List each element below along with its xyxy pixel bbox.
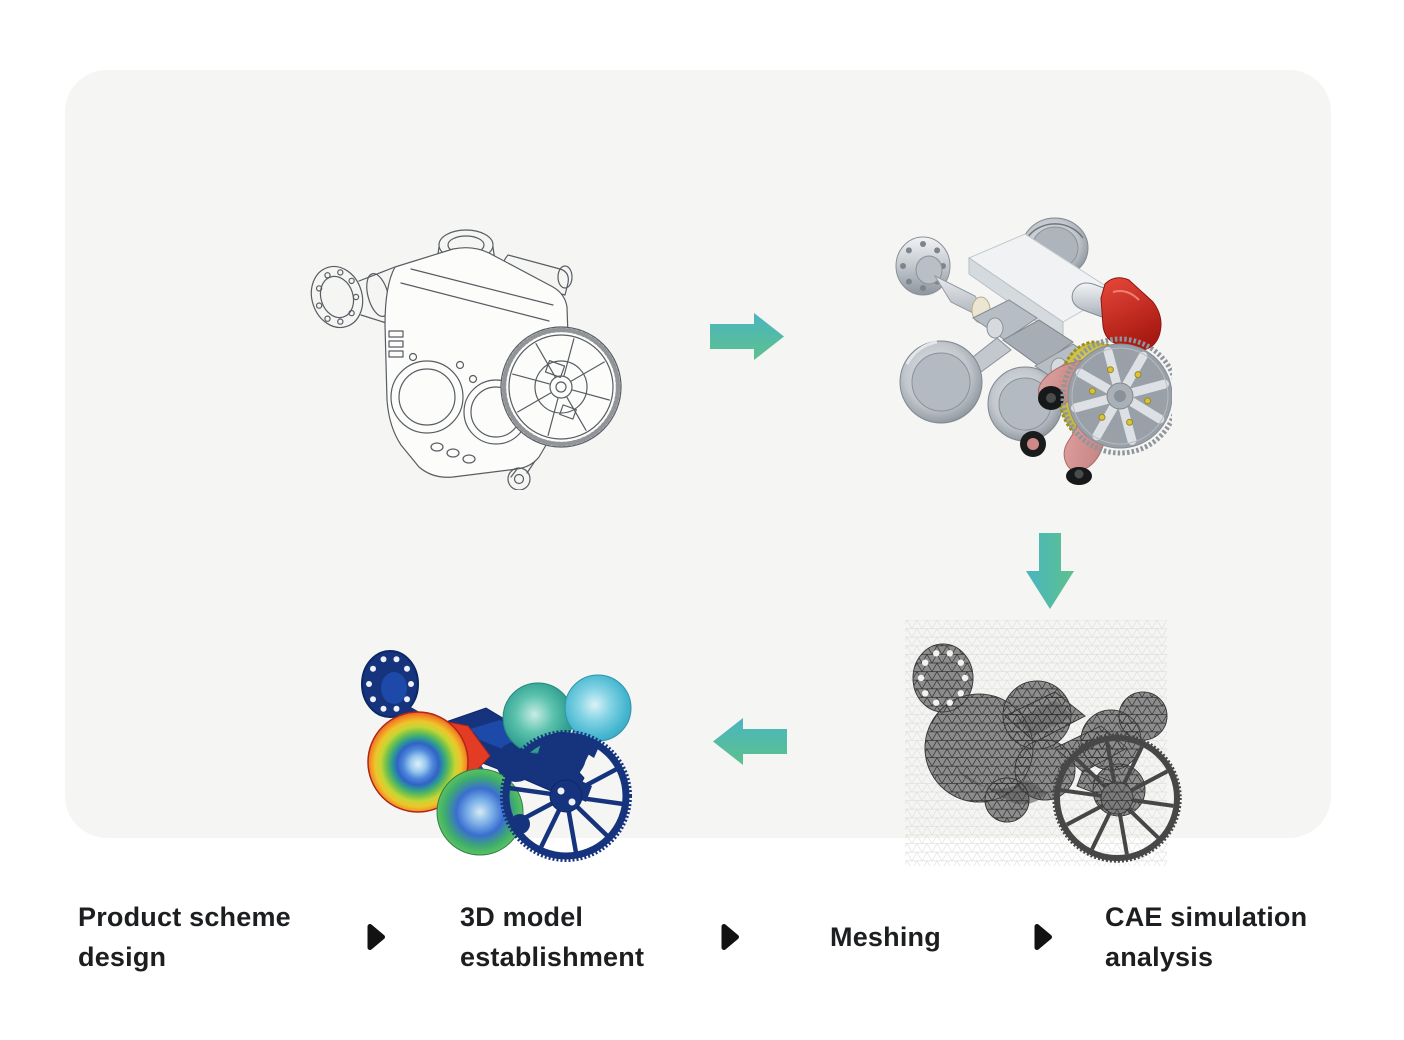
fea-result-image [340,628,635,868]
step-label-cae-simulation-analysis: CAE simulation analysis [1105,902,1308,972]
flow-arrow-right-icon [710,313,784,360]
step-separator-triangle-icon [366,922,386,952]
fea-contour-icon [361,650,632,862]
mesh-model-image [887,620,1182,870]
wireframe-engine-icon [310,229,622,490]
flow-arrow-down-icon [1026,533,1074,609]
product-scheme-wireframe-image [303,215,623,490]
meshed-crankshaft-icon [905,620,1182,866]
cad-engine-icon [895,217,1172,485]
flow-arrow-left-icon [713,718,787,765]
step-label-3d-model-establishment: 3D model establishment [460,902,645,972]
step-label-product-scheme-design: Product scheme design [78,902,291,972]
workflow-panel [65,70,1331,866]
step-separator-triangle-icon [720,922,740,952]
step-separator-triangle-icon [1033,922,1053,952]
step-label-meshing: Meshing [830,922,941,952]
cad-model-image [877,200,1172,485]
